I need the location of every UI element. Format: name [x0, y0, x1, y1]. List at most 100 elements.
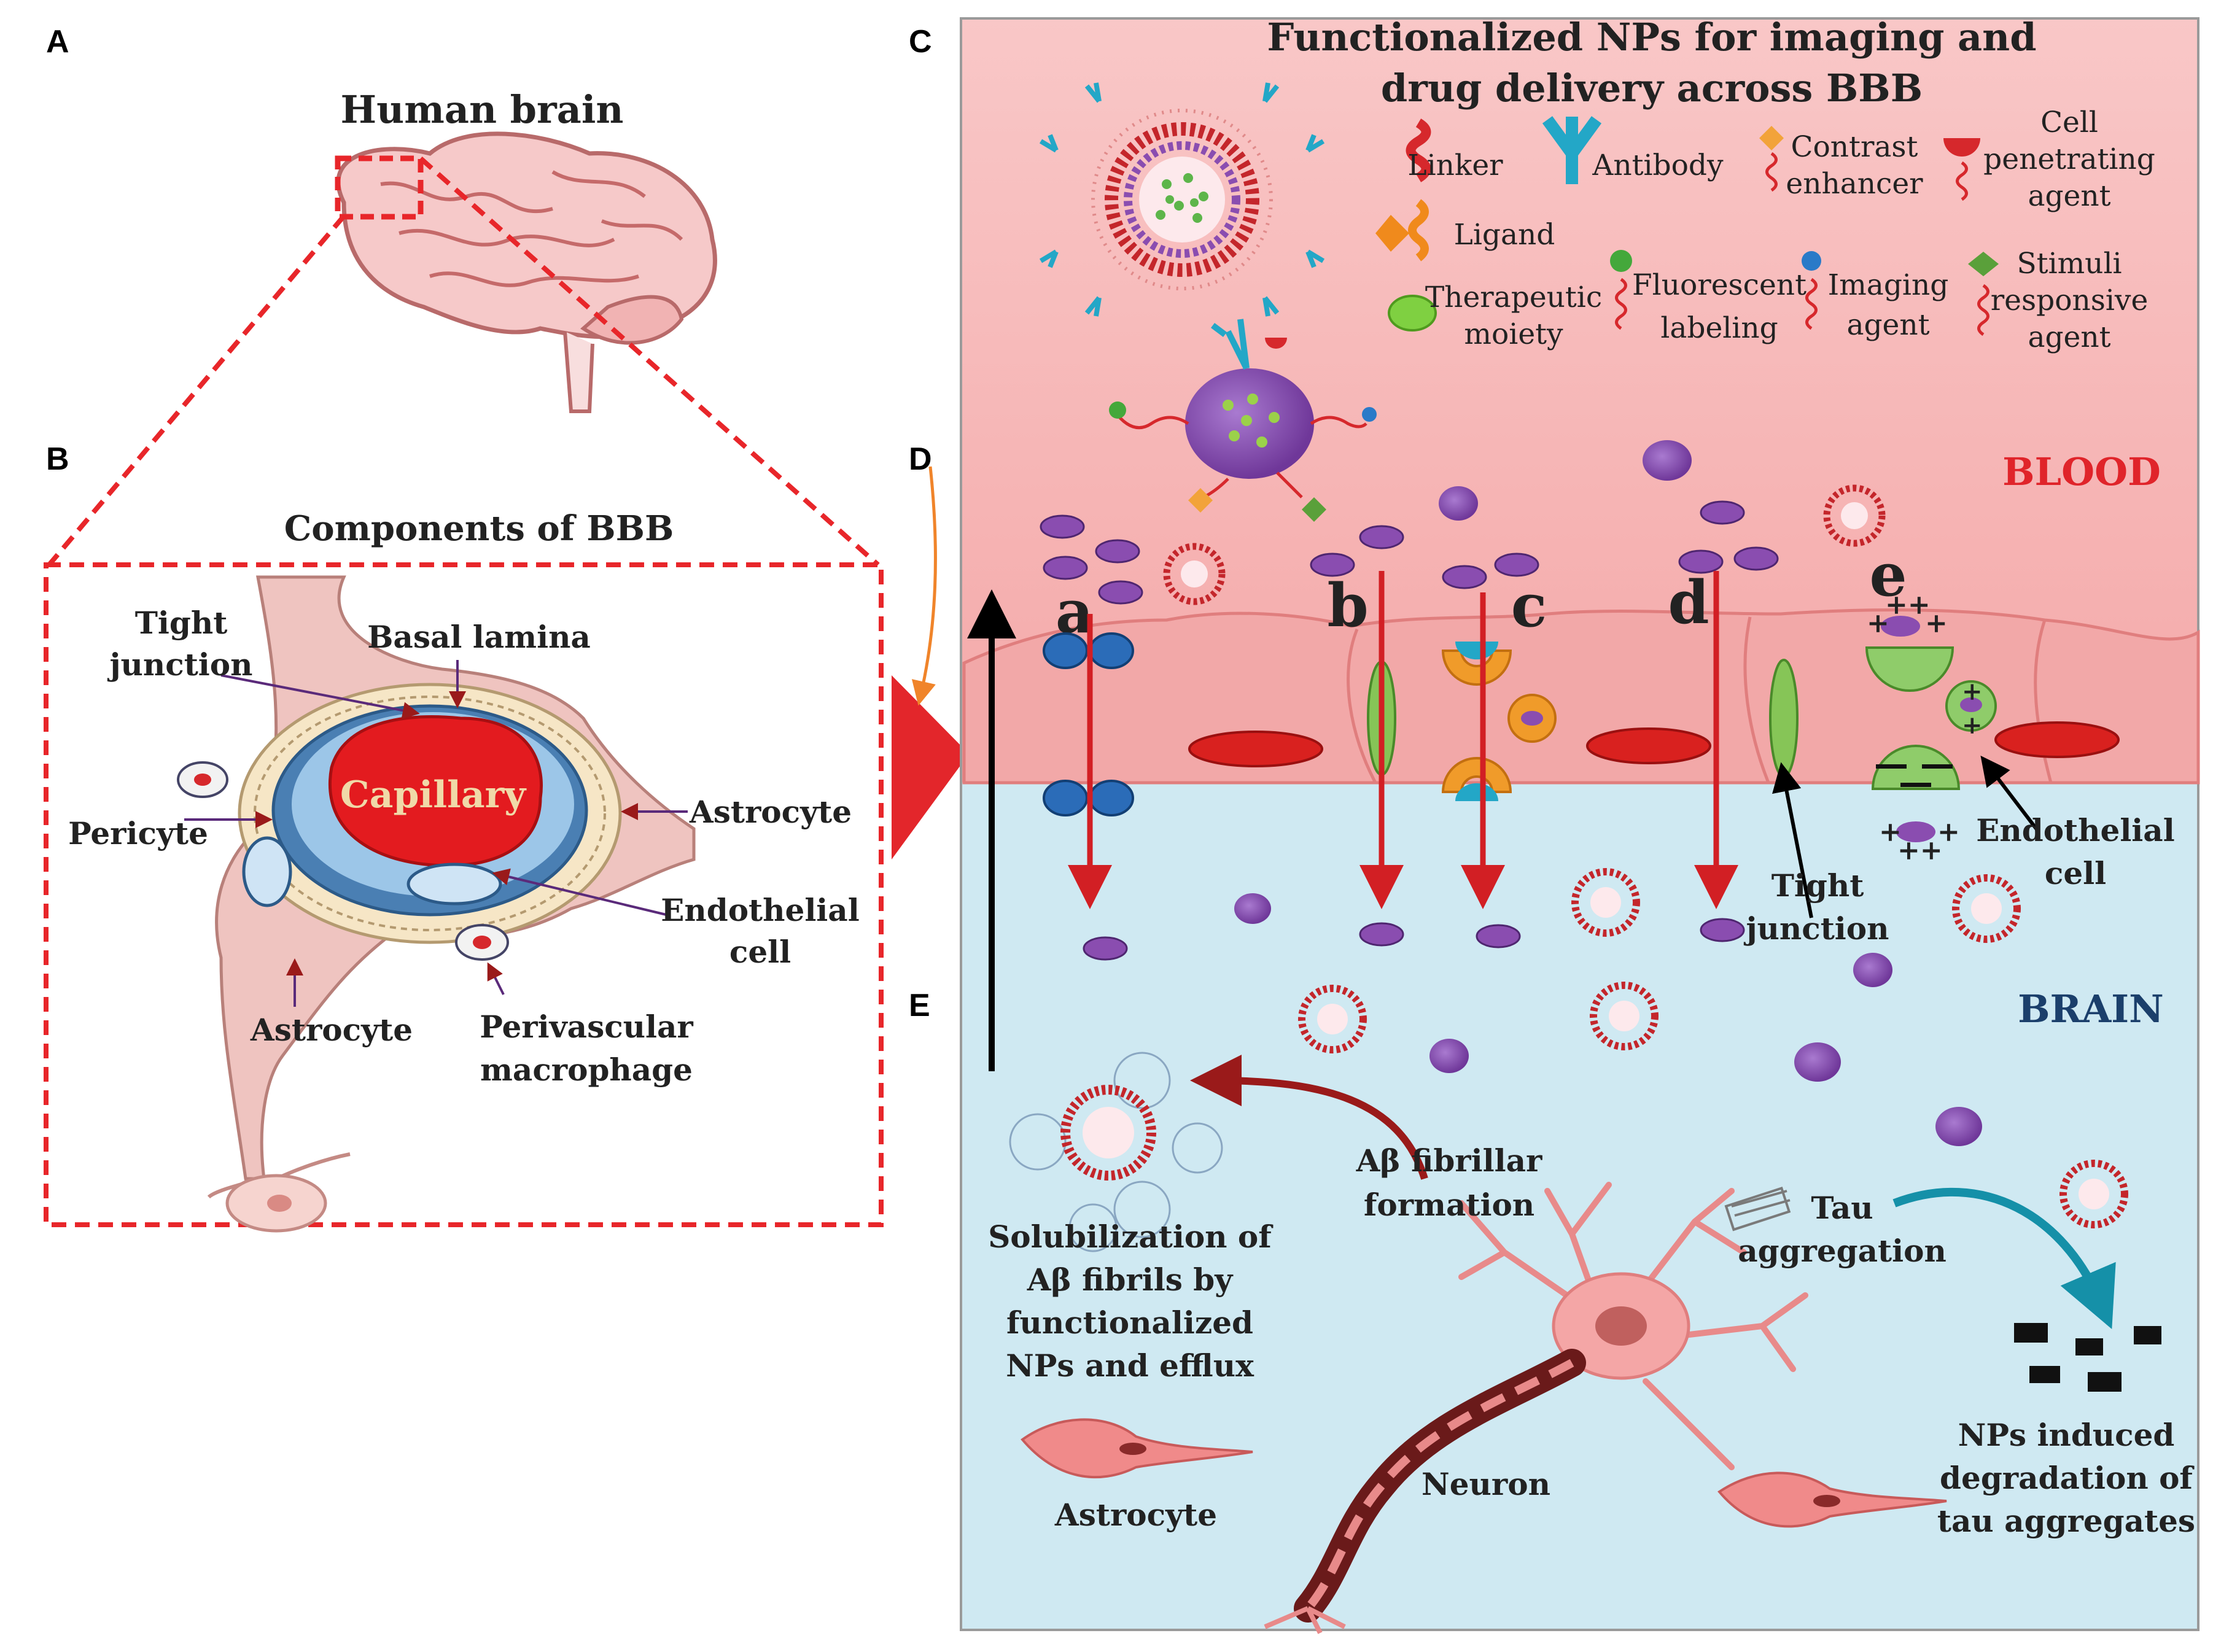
legend-fluorescent-1: Fluorescent	[1632, 268, 1807, 302]
zoom-red-arrow	[892, 675, 969, 859]
svg-text:+: +	[1937, 816, 1960, 848]
panel-label-e: E	[909, 988, 930, 1023]
polymeric-nanoparticle	[1109, 319, 1377, 522]
tight-junction-d-2: junction	[1743, 910, 1889, 947]
d-pointer-arrow	[911, 466, 937, 706]
components-title: Components of BBB	[284, 508, 674, 549]
ligand-icon	[1375, 215, 1409, 252]
basal-lamina-label: Basal lamina	[367, 619, 591, 655]
legend-linker: Linker	[1407, 149, 1503, 182]
panel-label-a: A	[46, 24, 69, 60]
solubilization-label-4: NPs and efflux	[1006, 1348, 1254, 1384]
endothelial-d-2: cell	[2045, 855, 2106, 891]
legend-cell-pen-3: agent	[2028, 179, 2110, 213]
panel-label-d: D	[909, 441, 932, 477]
panel-label-b: B	[46, 441, 69, 477]
blood-nanoparticles	[1040, 500, 1779, 605]
bbb-zoom-box	[44, 562, 884, 1227]
legend-stimuli-2: responsive	[1991, 284, 2149, 317]
zoom-line-right	[419, 157, 880, 567]
efflux-liposome	[1009, 1052, 1223, 1252]
degraded-tau-fragments	[2014, 1323, 2161, 1392]
solubilization-label-3: functionalized	[1006, 1305, 1253, 1341]
legend-therapeutic-1: Therapeutic	[1425, 281, 1602, 314]
degradation-label-2: degradation of	[1940, 1460, 2195, 1496]
panel-c-title-2: drug delivery across BBB	[1381, 66, 1923, 111]
blood-label: BLOOD	[2002, 449, 2161, 494]
degradation-label-3: tau aggregates	[1937, 1503, 2195, 1539]
legend-imaging-2: agent	[1846, 308, 1929, 342]
perivascular-label-2: macrophage	[480, 1052, 693, 1088]
legend-cell-pen-1: Cell	[2040, 106, 2098, 139]
svg-text:+: +	[1962, 677, 1983, 706]
svg-text:++: ++	[1897, 835, 1943, 866]
endothelial-pointer	[1980, 755, 2040, 833]
brain-label: BRAIN	[2018, 987, 2164, 1031]
stimuli-responsive-icon	[1968, 252, 1999, 276]
solubilization-label-2: Aβ fibrils by	[1027, 1262, 1234, 1298]
legend-imaging-1: Imaging	[1828, 268, 1949, 302]
abeta-label-2: formation	[1364, 1187, 1534, 1223]
astrocyte-bottom-label: Astrocyte	[250, 1012, 413, 1048]
tau-degradation-arrow	[1892, 1187, 2116, 1330]
charge-symbols: ++ ++ ++ ++ ++	[1867, 589, 1983, 866]
route-e: e	[1869, 540, 1907, 610]
tight-junction-pointer	[1772, 762, 1813, 918]
tau-fibril	[1724, 1187, 1791, 1231]
legend-stimuli-1: Stimuli	[2017, 247, 2122, 281]
endothelial-label-1: Endothelial	[661, 892, 859, 928]
route-c: c	[1511, 571, 1547, 640]
mini-polymeric-nps	[1234, 440, 1982, 1146]
solubilization-label-1: Solubilization of	[988, 1219, 1274, 1255]
panel-label-c: C	[909, 24, 932, 60]
brain-nanoparticles	[1083, 918, 1745, 961]
legend-antibody: Antibody	[1592, 149, 1724, 182]
tight-junction-d-1: Tight	[1772, 867, 1864, 904]
endothelial-label-2: cell	[729, 934, 791, 970]
mini-liposomes	[1163, 484, 2128, 1228]
legend-cell-pen-2: penetrating	[1983, 142, 2155, 176]
abeta-label-1: Aβ fibrillar	[1356, 1142, 1542, 1179]
route-b: b	[1327, 571, 1368, 640]
brain-illustration	[336, 131, 717, 413]
legend-fluorescent-2: labeling	[1660, 311, 1778, 345]
legend-icons	[1375, 116, 1999, 336]
pericyte-label: Pericyte	[68, 815, 208, 851]
legend-contrast-1: Contrast	[1791, 130, 1918, 164]
transport-arrows	[1068, 571, 1738, 909]
route-d: d	[1668, 568, 1709, 637]
therapeutic-moiety-icon	[1388, 295, 1437, 332]
abeta-arrow	[1190, 1055, 1428, 1180]
perivascular-label-1: Perivascular	[480, 1009, 693, 1045]
endothelial-structures	[1043, 616, 2120, 842]
svg-text:++: ++	[1885, 589, 1931, 621]
zoom-line-left	[47, 214, 346, 567]
astrocyte-right-label: Astrocyte	[689, 794, 852, 830]
human-brain-title: Human brain	[341, 87, 624, 132]
tau-label-2: aggregation	[1738, 1233, 1947, 1269]
astrocyte-e-label: Astrocyte	[1054, 1497, 1217, 1533]
neuron-illustration	[1264, 1182, 1808, 1634]
tight-junction-label-1: Tight	[135, 605, 228, 641]
legend-stimuli-3: agent	[2028, 320, 2110, 354]
svg-text:+: +	[1962, 711, 1983, 740]
fluorescent-labeling-icon	[1610, 250, 1632, 272]
endothelial-d-1: Endothelial	[1976, 812, 2174, 848]
panel-c-title-1: Functionalized NPs for imaging and	[1267, 15, 2036, 60]
neuron-label: Neuron	[1422, 1466, 1550, 1502]
svg-text:+: +	[1879, 816, 1902, 848]
bbb-cross-section	[177, 575, 696, 1233]
tau-label-1: Tau	[1811, 1190, 1873, 1226]
svg-text:+: +	[1867, 608, 1889, 639]
svg-text:+: +	[1925, 608, 1948, 639]
imaging-agent-icon	[1802, 251, 1821, 271]
linker-icon	[1406, 118, 1431, 182]
liposome-nanoparticle	[1039, 82, 1325, 317]
cell-penetrating-icon	[1943, 138, 1980, 157]
degradation-label-1: NPs induced	[1958, 1417, 2175, 1453]
contrast-enhancer-icon	[1759, 126, 1784, 150]
legend-therapeutic-2: moiety	[1464, 317, 1563, 351]
tight-junction-label-2: junction	[107, 646, 252, 683]
